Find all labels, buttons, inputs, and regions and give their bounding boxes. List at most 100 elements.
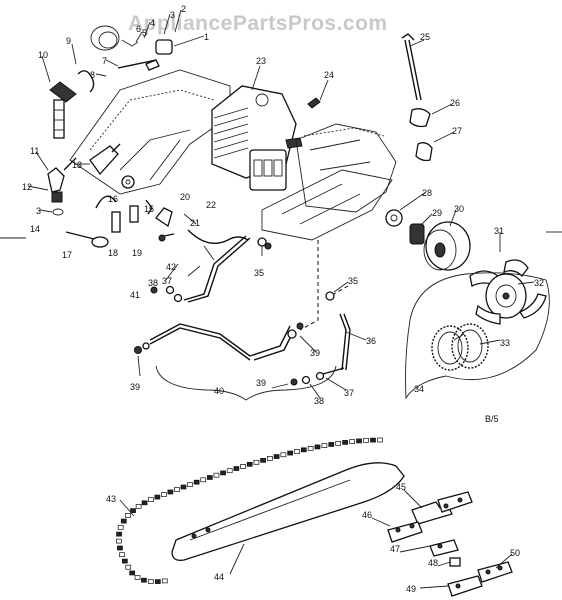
callout-7: 7 (102, 56, 107, 66)
chain-link-mark (233, 466, 240, 471)
figure-note: B/5 (485, 414, 499, 424)
callout-24: 24 (324, 70, 334, 80)
callout-32: 32 (534, 278, 544, 288)
chain-link-mark (226, 468, 233, 474)
callout-37a: 37 (162, 276, 172, 286)
chain-link-mark (119, 552, 125, 558)
fuel-tank-housing (295, 123, 397, 213)
chain-link-mark (161, 578, 168, 584)
chain-link-mark (129, 570, 136, 576)
fuel-lines (149, 229, 351, 377)
callout-9: 9 (66, 36, 71, 46)
chain-link-mark (377, 437, 383, 443)
chain-links (387, 491, 513, 597)
fittings (134, 242, 335, 386)
callout-43: 43 (106, 494, 116, 504)
callout-6: 6 (136, 24, 141, 34)
chain-link-mark (148, 497, 154, 503)
chain-link-mark (134, 575, 141, 580)
callout-17: 17 (62, 250, 72, 260)
chain-link-mark (349, 439, 355, 444)
chain-link-mark (154, 579, 161, 584)
chain-link-mark (135, 504, 142, 509)
chain-link-mark (161, 492, 167, 497)
chain-link-mark (363, 438, 369, 443)
callout-12: 12 (22, 182, 32, 192)
callout-20: 20 (180, 192, 190, 202)
watermark-text: AppliancePartsPros.com (128, 12, 388, 35)
callout-40: 40 (214, 386, 224, 396)
chain-link-mark (180, 484, 187, 490)
assembly-guide-line (299, 240, 319, 331)
callout-49: 49 (406, 584, 416, 594)
engine-block (211, 85, 303, 191)
chain-link-mark (328, 442, 335, 447)
chain-link-mark (287, 450, 294, 456)
callout-5: 5 (142, 28, 147, 38)
callout-38b: 38 (314, 396, 324, 406)
chain-link-mark (273, 454, 280, 459)
callout-35a: 35 (254, 268, 264, 278)
chain-link-mark (246, 461, 253, 467)
screw (307, 97, 321, 109)
callout-18: 18 (108, 248, 118, 258)
callout-10: 10 (38, 50, 48, 60)
callout-4: 4 (150, 18, 155, 28)
callout-50: 50 (510, 548, 520, 558)
callout-35b: 35 (348, 276, 358, 286)
callout-34: 34 (414, 384, 424, 394)
callout-39a: 39 (130, 382, 140, 392)
chain-link-mark (342, 440, 348, 445)
callout-38a: 38 (148, 278, 158, 288)
callout-45: 45 (396, 482, 406, 492)
chain-link-mark (117, 524, 124, 530)
spark-plug (49, 81, 77, 139)
callout-3b: 3 (36, 206, 41, 216)
chain-link-mark (356, 438, 362, 444)
callout-15: 15 (144, 204, 154, 214)
chain-link-mark (240, 464, 246, 469)
callout-8: 8 (90, 70, 95, 80)
callout-21: 21 (190, 218, 200, 228)
dipstick-rod (401, 33, 433, 162)
callout-39b: 39 (310, 348, 320, 358)
chain-link-mark (120, 518, 127, 524)
chain-link-mark (307, 445, 314, 451)
clutch-drum-outline (405, 272, 550, 400)
chain-link-mark (174, 487, 180, 492)
chain-link-mark (206, 475, 213, 480)
chain-link-mark (260, 457, 266, 463)
callout-37b: 37 (344, 388, 354, 398)
callout-48: 48 (428, 558, 438, 568)
clutch-assembly (385, 209, 547, 325)
chain-link-mark (294, 449, 300, 454)
callout-2: 2 (181, 4, 186, 14)
callout-14: 14 (30, 224, 40, 234)
chain-link-mark (121, 558, 128, 564)
chain-link-mark (130, 508, 136, 513)
chain-link-mark (125, 513, 131, 518)
callout-29: 29 (432, 208, 442, 218)
callout-19: 19 (132, 248, 142, 258)
callout-47: 47 (390, 544, 400, 554)
chain-link-mark (370, 437, 376, 443)
callout-46: 46 (362, 510, 372, 520)
callout-42: 42 (166, 262, 176, 272)
chain-link-mark (335, 441, 342, 446)
callout-16: 16 (108, 194, 118, 204)
chain-link-mark (167, 489, 174, 495)
callout-26: 26 (450, 98, 460, 108)
callout-41: 41 (130, 290, 140, 300)
cylinder-assembly (90, 25, 173, 71)
chain-link-mark (116, 531, 122, 537)
starter-housing (63, 69, 231, 195)
carburetor-parts (47, 143, 175, 248)
callout-27: 27 (452, 126, 462, 136)
guide-bar (171, 462, 405, 561)
saw-chain (115, 437, 383, 584)
chain-link-mark (253, 459, 260, 465)
chain-link-mark (321, 443, 328, 448)
chain-link-mark (314, 444, 321, 450)
callout-31: 31 (494, 226, 504, 236)
